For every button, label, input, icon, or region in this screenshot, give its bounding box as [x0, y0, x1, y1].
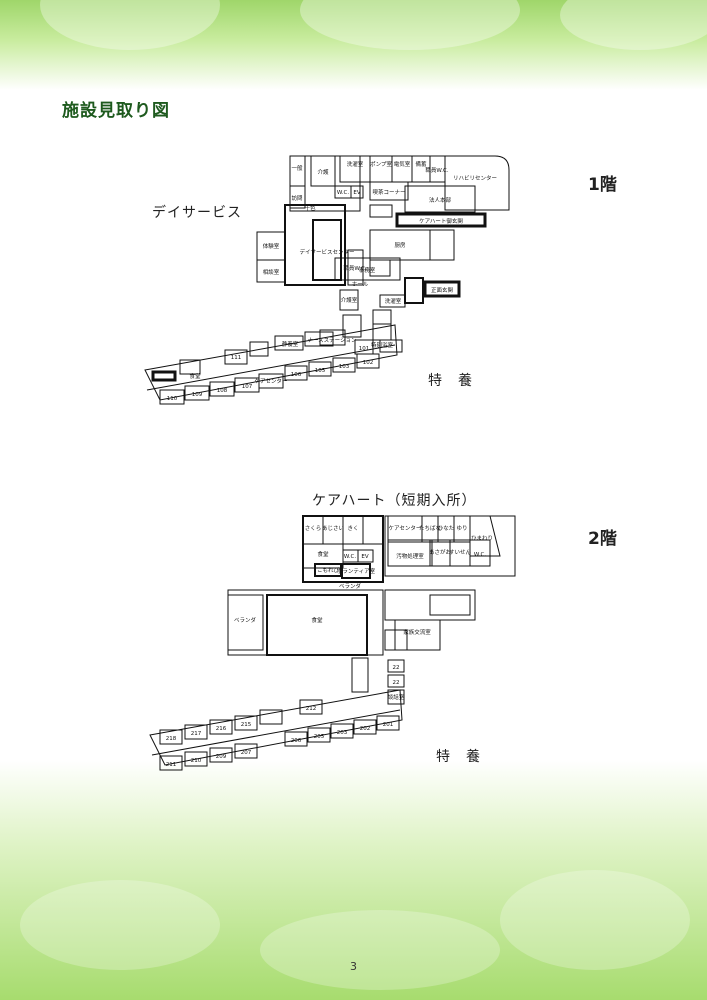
room-label: 職員W.C.: [425, 166, 448, 174]
room-label: 食堂: [317, 550, 329, 558]
room-label: ナースステーション: [307, 337, 357, 344]
floor1-day-service-label: デイサービス: [152, 205, 242, 221]
room-label: 217: [191, 731, 202, 737]
floor2-plan-svg: さくら あじさい きく 食堂 ケアセンター W.C. EV こもれび ボランティ…: [149, 515, 516, 771]
floor2-label: 2階: [588, 529, 617, 549]
room-label: ゆり: [456, 525, 467, 532]
room-label: 正面玄関: [431, 286, 454, 294]
room-label: 法人本部: [429, 196, 452, 204]
room-label: ポンプ室: [370, 160, 392, 168]
room-label: 静養室: [282, 340, 299, 348]
floor1-label: 1階: [588, 175, 617, 195]
room-label: 206: [291, 738, 302, 744]
room-label: 211: [166, 762, 177, 768]
room-label: 205: [314, 734, 325, 740]
room-label: 108: [217, 388, 228, 394]
room-label: 218: [166, 736, 177, 742]
room-label: 102: [363, 360, 374, 366]
room-label: 106: [291, 372, 302, 378]
page-title: 施設見取り図: [62, 101, 170, 121]
room-label: EV: [353, 190, 360, 196]
room-label: ひまわり: [471, 535, 493, 542]
room-label: 210: [191, 758, 202, 764]
room-label: すいせん: [449, 549, 472, 556]
room-label: 203: [337, 730, 348, 736]
floor2-tokuyo-label: 特 養: [436, 749, 481, 765]
room-label: 汚物処理室: [396, 552, 424, 560]
top-background: [0, 0, 707, 90]
room-label: ケアハート御玄関: [419, 217, 463, 225]
room-label: W.C.: [337, 190, 349, 196]
room-label: 厨房: [394, 241, 406, 249]
room-label: 家族交流室: [403, 628, 431, 636]
room-label: 105: [315, 368, 326, 374]
room-label: ベランダ: [339, 582, 362, 590]
room-label: 訪問: [291, 194, 303, 202]
room-label: 201: [383, 722, 394, 728]
bottom-background: [0, 760, 707, 1000]
leaf-decoration: [260, 910, 500, 990]
room-label: 22: [393, 680, 400, 686]
room-label: 212: [306, 706, 317, 712]
room-label: 110: [167, 396, 178, 402]
room-label: さくら: [305, 525, 322, 532]
room-label: 103: [339, 364, 350, 370]
room-label: ひなた: [438, 525, 455, 532]
room-label: ベランダ: [234, 616, 257, 624]
floor2-plan: さくら あじさい きく 食堂 ケアセンター W.C. EV こもれび ボランティ…: [140, 510, 530, 790]
leaf-decoration: [40, 0, 220, 50]
room-label: 備蓄: [415, 160, 427, 168]
leaf-decoration: [560, 0, 707, 50]
page-number: 3: [350, 960, 357, 973]
room-label: 一般: [291, 164, 303, 172]
room-label: 相談室: [263, 268, 280, 276]
floor1-tokuyo-label: 特 養: [428, 373, 473, 389]
room-label: リハビリセンター: [453, 174, 497, 182]
room-label: 207: [241, 750, 252, 756]
room-label: 事務室: [359, 266, 376, 274]
room-label: 電気室: [394, 160, 411, 168]
room-label: EV: [361, 554, 368, 560]
room-label: 107: [242, 384, 253, 390]
room-label: 食堂: [311, 616, 323, 624]
room-label: 202: [360, 726, 371, 732]
room-label: 職員W.C.: [343, 264, 366, 272]
room-label: 喫茶コーナー: [372, 188, 405, 196]
room-label: 談話室: [388, 693, 405, 701]
room-label: たちばな: [419, 524, 442, 532]
room-label: 介護: [317, 168, 329, 176]
room-label: 101: [359, 346, 370, 352]
room-label: W.C.: [474, 552, 486, 558]
room-label: ボランティア室: [337, 567, 376, 575]
room-label: ケアセンター: [389, 524, 422, 532]
room-label: 特別浴室: [371, 341, 394, 349]
room-label: こもれび: [317, 566, 340, 574]
room-label: きく: [347, 525, 358, 532]
room-label: 十色: [304, 204, 316, 212]
room-label: あさがお: [429, 548, 452, 556]
room-label: 215: [241, 722, 252, 728]
leaf-decoration: [500, 870, 690, 970]
room-label: 介護室: [341, 296, 358, 304]
floor1-plan: 一般 訪問 介護 洗濯室 ポンプ室 電気室 備蓄 職員W.C. リハビリセンター…: [135, 150, 525, 430]
floor1-plan-svg: 一般 訪問 介護 洗濯室 ポンプ室 電気室 備蓄 職員W.C. リハビリセンター…: [144, 155, 510, 405]
room-label: W.C.: [344, 554, 356, 560]
room-label: 209: [216, 754, 227, 760]
room-label: デイサービスセンター: [299, 248, 354, 256]
leaf-decoration: [300, 0, 520, 50]
room-label: 洗濯室: [385, 297, 402, 305]
room-label: 体験室: [263, 242, 280, 250]
leaf-decoration: [20, 880, 220, 970]
room-label: 洗濯室: [347, 160, 364, 168]
room-label: 111: [231, 355, 242, 361]
room-label: 216: [216, 726, 227, 732]
room-label: ホール: [352, 281, 369, 288]
room-label: あじさい: [322, 525, 345, 532]
floor2-care-heart-label: ケアハート（短期入所）: [312, 493, 477, 509]
room-label: ケアセンター: [255, 377, 288, 385]
room-label: 食堂: [189, 372, 201, 380]
room-label: 22: [393, 665, 400, 671]
room-label: 109: [192, 392, 203, 398]
